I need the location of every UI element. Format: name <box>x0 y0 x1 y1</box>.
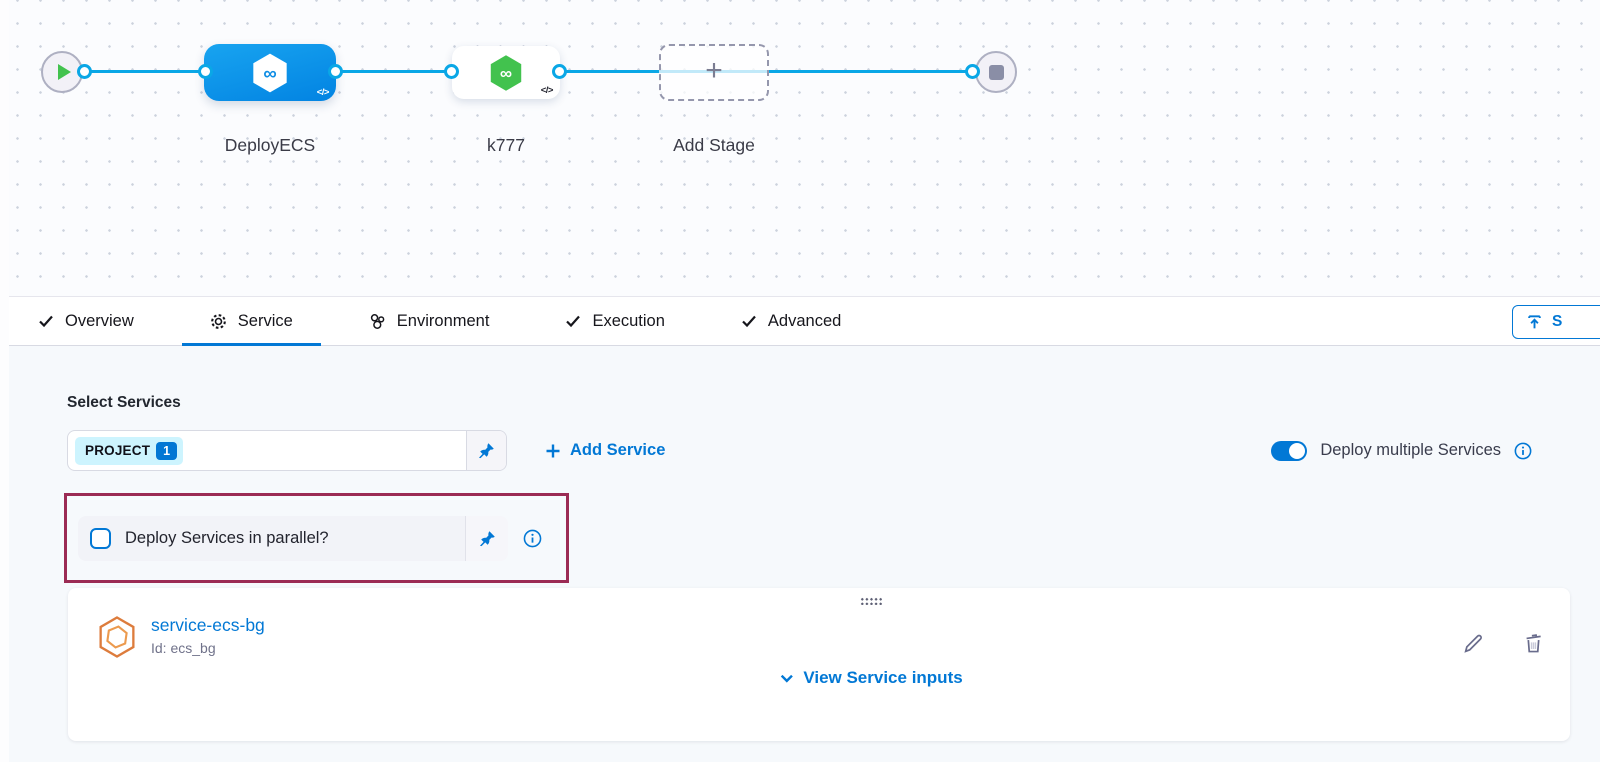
plus-icon <box>545 443 561 459</box>
connector-port <box>552 64 567 79</box>
check-icon <box>741 313 757 329</box>
upload-icon <box>1526 314 1543 331</box>
tab-label: Overview <box>65 312 134 331</box>
deploy-multiple-toggle-group: Deploy multiple Services <box>1271 441 1532 461</box>
stage-node-deployecs[interactable]: ∞ </> <box>204 44 336 101</box>
save-button[interactable]: S <box>1512 305 1600 339</box>
environment-icon <box>369 313 386 330</box>
tab-advanced[interactable]: Advanced <box>713 297 869 345</box>
gear-icon <box>210 313 227 330</box>
tab-overview[interactable]: Overview <box>10 297 162 345</box>
stage-label-deployecs: DeployECS <box>204 135 336 156</box>
add-service-button[interactable]: Add Service <box>545 441 665 460</box>
tab-label: Environment <box>397 312 490 331</box>
tab-label: Service <box>238 312 293 331</box>
add-service-label: Add Service <box>570 441 665 460</box>
tab-service[interactable]: Service <box>182 297 321 345</box>
service-card: service-ecs-bg Id: ecs_bg View Service i… <box>68 588 1570 741</box>
save-button-label: S <box>1552 313 1562 331</box>
svg-text:∞: ∞ <box>263 62 276 83</box>
connector-port <box>328 64 343 79</box>
deploy-multiple-toggle[interactable] <box>1271 441 1307 461</box>
view-service-inputs-label: View Service inputs <box>803 668 962 688</box>
pin-icon <box>479 530 496 547</box>
connector-port <box>444 64 459 79</box>
left-edge-strip <box>0 0 9 762</box>
harness-stage-icon: ∞ <box>483 50 529 96</box>
service-summary: service-ecs-bg Id: ecs_bg <box>98 615 265 659</box>
stage-config-tabbar: Overview Service Environment Execution A… <box>0 296 1600 346</box>
tag-count-badge: 1 <box>156 442 177 460</box>
service-select-row: PROJECT 1 Add Service Deploy multiple Se… <box>67 430 1600 471</box>
code-view-icon[interactable]: </> <box>317 87 329 98</box>
service-name-link[interactable]: service-ecs-bg <box>151 615 265 636</box>
pipeline-end-node[interactable] <box>975 51 1017 93</box>
info-icon[interactable] <box>523 529 542 548</box>
parallel-deploy-checkbox[interactable] <box>90 528 111 549</box>
toggle-knob <box>1289 443 1305 459</box>
project-scope-tag[interactable]: PROJECT 1 <box>75 437 183 465</box>
delete-service-button[interactable] <box>1520 630 1546 656</box>
check-icon <box>38 313 54 329</box>
deploy-multiple-label: Deploy multiple Services <box>1320 441 1501 460</box>
tab-label: Execution <box>592 312 664 331</box>
tab-label: Advanced <box>768 312 841 331</box>
service-texts: service-ecs-bg Id: ecs_bg <box>151 615 265 659</box>
parallel-deploy-field: Deploy Services in parallel? <box>78 516 508 561</box>
select-services-label: Select Services <box>67 394 1600 412</box>
harness-stage-icon: ∞ <box>247 50 293 96</box>
drag-handle[interactable] <box>860 597 882 605</box>
tab-execution[interactable]: Execution <box>537 297 692 345</box>
edit-service-button[interactable] <box>1460 630 1486 656</box>
check-icon <box>565 313 581 329</box>
view-service-inputs-button[interactable]: View Service inputs <box>779 668 962 688</box>
tag-text: PROJECT <box>85 443 150 458</box>
info-icon[interactable] <box>1514 442 1532 460</box>
connector-port <box>77 64 92 79</box>
service-tab-panel: Select Services PROJECT 1 Add Service <box>0 346 1600 762</box>
add-stage-label: Add Stage <box>659 135 769 156</box>
plus-icon: + <box>705 56 723 86</box>
pin-icon <box>478 442 495 459</box>
stage-label-k777: k777 <box>452 135 560 156</box>
service-hexagon-icon <box>98 615 136 659</box>
trash-icon <box>1522 632 1545 655</box>
services-multiselect-input[interactable]: PROJECT 1 <box>67 430 507 471</box>
annotation-highlight-box: Deploy Services in parallel? <box>64 493 569 583</box>
code-view-icon[interactable]: </> <box>541 85 553 96</box>
pencil-icon <box>1462 632 1485 655</box>
tab-environment[interactable]: Environment <box>341 297 518 345</box>
pin-input-type-button[interactable] <box>465 516 508 561</box>
pipeline-canvas: ∞ </> ∞ </> + DeployECS k777 Add Stage <box>0 0 1600 296</box>
parallel-deploy-label: Deploy Services in parallel? <box>125 529 329 548</box>
svg-text:∞: ∞ <box>500 63 512 82</box>
connector-port <box>965 64 980 79</box>
stop-icon <box>989 65 1004 80</box>
stage-node-k777[interactable]: ∞ </> <box>452 46 560 99</box>
chevron-down-icon <box>779 671 794 686</box>
service-id-text: Id: ecs_bg <box>151 640 265 656</box>
add-stage-button[interactable]: + <box>659 44 769 101</box>
pin-input-type-button[interactable] <box>466 431 506 470</box>
play-icon <box>58 64 71 80</box>
selected-services-area[interactable]: PROJECT 1 <box>68 431 466 470</box>
connector-port <box>198 64 213 79</box>
